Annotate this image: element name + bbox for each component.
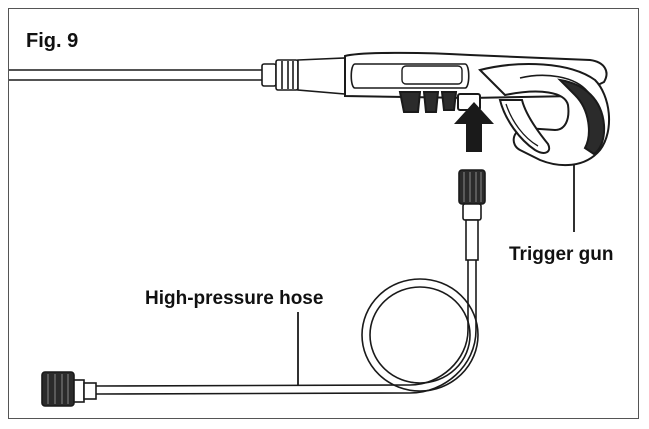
hose-callout: High-pressure hose bbox=[145, 288, 324, 309]
hose-coupling-lower bbox=[41, 371, 97, 407]
connect-arrow-icon bbox=[454, 102, 494, 152]
trigger-gun bbox=[344, 51, 611, 167]
figure-label: Fig. 9 bbox=[26, 30, 79, 52]
high-pressure-hose bbox=[94, 260, 479, 395]
lance-coupling bbox=[261, 57, 346, 95]
lance bbox=[9, 69, 262, 81]
hose-coupling-upper bbox=[458, 169, 486, 261]
trigger-gun-callout: Trigger gun bbox=[509, 244, 614, 265]
